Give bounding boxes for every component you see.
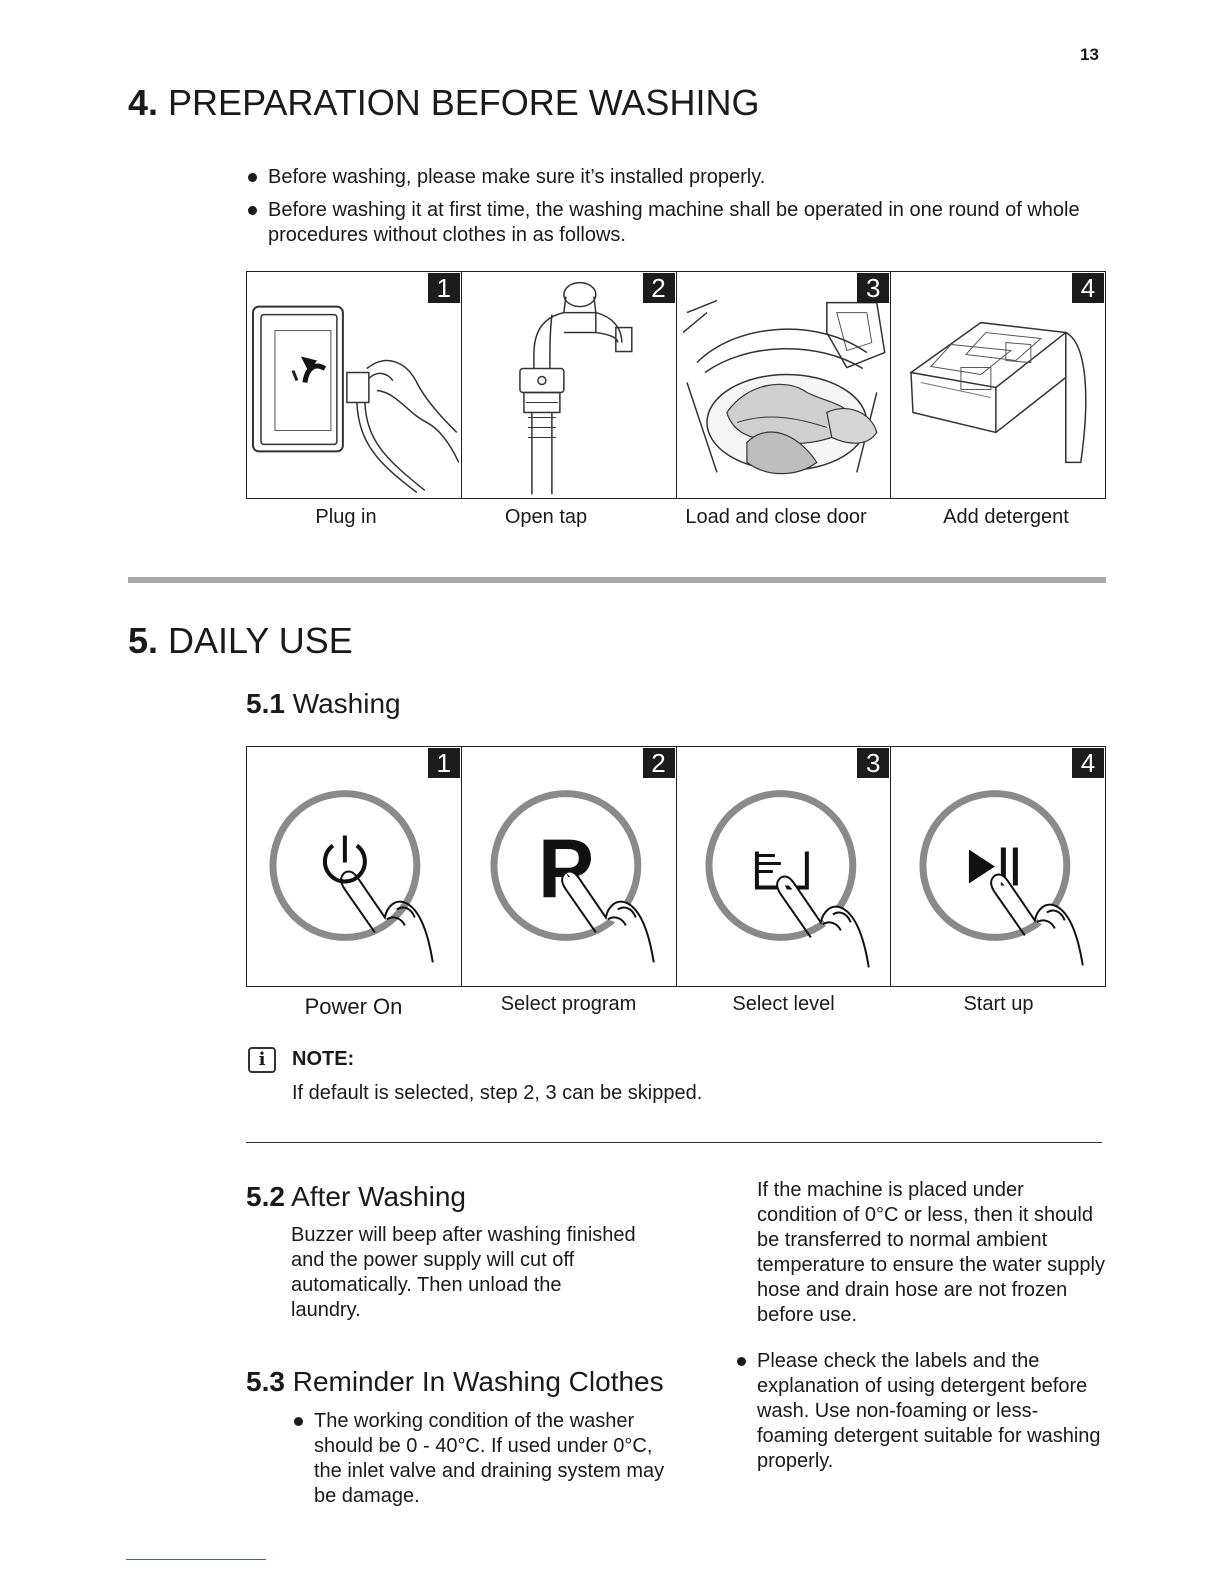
step-number: 2 bbox=[642, 748, 675, 778]
power-button-icon bbox=[269, 790, 434, 963]
section-4-heading: 4. PREPARATION BEFORE WASHING bbox=[128, 82, 759, 124]
caption-select-level: Select level bbox=[732, 993, 835, 1015]
step-panel-power-on: 1 bbox=[247, 747, 462, 986]
section-5-heading: 5. DAILY USE bbox=[128, 620, 353, 662]
section-4-title: PREPARATION BEFORE WASHING bbox=[168, 82, 760, 123]
preparation-steps-panel: 1 2 bbox=[246, 271, 1106, 499]
section-divider bbox=[128, 577, 1106, 583]
step-panel-select-program: P 2 bbox=[462, 747, 677, 986]
washing-steps-panel: 1 P 2 3 4 bbox=[246, 746, 1106, 987]
svg-text:P: P bbox=[538, 821, 594, 915]
step-panel-open-tap: 2 bbox=[462, 272, 677, 498]
program-button-icon: P bbox=[490, 790, 655, 963]
frost-warning-paragraph: If the machine is placed under condition… bbox=[757, 1179, 1105, 1326]
step-panel-plug-in: 1 bbox=[247, 272, 462, 498]
list-item: The working condition of the washer shou… bbox=[292, 1409, 672, 1509]
detergent-bullets: Please check the labels and the explanat… bbox=[735, 1349, 1107, 1482]
list-item: Before washing it at first time, the was… bbox=[246, 198, 1106, 248]
list-item: Please check the labels and the explanat… bbox=[735, 1349, 1107, 1474]
subsection-title: Washing bbox=[292, 688, 401, 719]
load-laundry-illustration-icon bbox=[682, 299, 886, 475]
section-5-number: 5. bbox=[128, 620, 159, 661]
subsection-number: 5.3 bbox=[246, 1366, 285, 1397]
page-number: 13 bbox=[1080, 45, 1099, 64]
caption-load-and-close-door: Load and close door bbox=[685, 506, 867, 528]
step-number: 2 bbox=[642, 273, 675, 303]
step-panel-start-up: 4 bbox=[891, 747, 1105, 986]
step-number: 1 bbox=[427, 748, 460, 778]
subsection-number: 5.1 bbox=[246, 688, 285, 719]
step-number: 1 bbox=[427, 273, 460, 303]
caption-add-detergent: Add detergent bbox=[943, 506, 1069, 528]
reminder-bullets: The working condition of the washer shou… bbox=[292, 1409, 672, 1517]
step-panel-select-level: 3 bbox=[677, 747, 892, 986]
subsection-number: 5.2 bbox=[246, 1181, 285, 1212]
washing-captions: Power On Select program Select level Sta… bbox=[246, 992, 1106, 1019]
step-panel-add-detergent: 4 bbox=[891, 272, 1105, 498]
info-icon: i bbox=[248, 1047, 276, 1073]
preparation-captions: Plug in Open tap Load and close door Add… bbox=[246, 505, 1106, 530]
caption-start-up: Start up bbox=[963, 993, 1034, 1015]
note-title: NOTE: bbox=[292, 1048, 355, 1070]
tap-illustration-icon bbox=[518, 281, 633, 495]
note-text: If default is selected, step 2, 3 can be… bbox=[292, 1082, 703, 1104]
subsection-5-3-heading: 5.3 Reminder In Washing Clothes bbox=[246, 1366, 664, 1398]
subsection-5-1-heading: 5.1 Washing bbox=[246, 688, 401, 720]
plug-in-illustration-icon bbox=[251, 305, 460, 493]
note-divider bbox=[246, 1142, 1102, 1143]
step-number: 4 bbox=[1072, 748, 1104, 778]
subsection-title: After Washing bbox=[291, 1181, 466, 1212]
subsection-5-2-heading: 5.2 After Washing bbox=[246, 1181, 466, 1213]
step-panel-load-laundry: 3 bbox=[677, 272, 892, 498]
caption-select-program: Select program bbox=[500, 993, 637, 1015]
step-number: 4 bbox=[1072, 273, 1104, 303]
list-item: Before washing, please make sure it’s in… bbox=[246, 165, 1106, 190]
caption-power-on: Power On bbox=[304, 994, 403, 1019]
preparation-bullets: Before washing, please make sure it’s in… bbox=[246, 165, 1106, 256]
start-pause-button-icon bbox=[919, 790, 1085, 966]
caption-open-tap: Open tap bbox=[504, 506, 588, 528]
after-washing-text: Buzzer will beep after washing finished … bbox=[291, 1224, 636, 1321]
caption-plug-in: Plug in bbox=[315, 506, 377, 528]
step-number: 3 bbox=[857, 273, 890, 303]
section-4-number: 4. bbox=[128, 82, 159, 123]
subsection-title: Reminder In Washing Clothes bbox=[292, 1366, 664, 1397]
water-level-button-icon bbox=[704, 790, 870, 968]
section-5-title: DAILY USE bbox=[168, 620, 353, 661]
step-number: 3 bbox=[857, 748, 890, 778]
footer-line bbox=[126, 1559, 266, 1560]
detergent-drawer-illustration-icon bbox=[909, 321, 1087, 464]
